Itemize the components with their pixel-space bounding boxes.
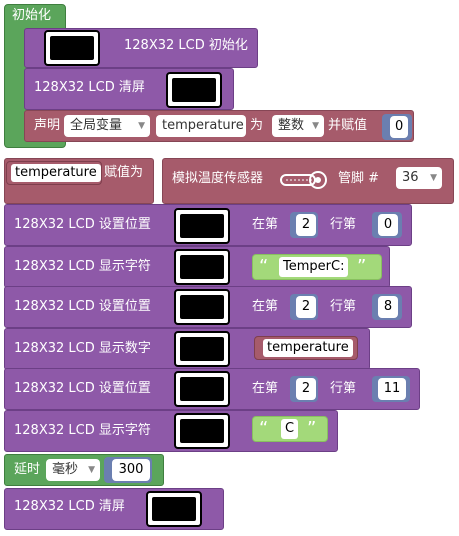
assign-as-label: 赋值为: [104, 165, 144, 180]
number-variable[interactable]: temperature: [254, 336, 358, 360]
lcd-display-icon: [174, 331, 230, 367]
scope-dropdown[interactable]: 全局变量 ▼: [64, 115, 150, 137]
chevron-down-icon: ▼: [312, 121, 319, 131]
thermometer-icon: [280, 171, 327, 189]
col-input[interactable]: 0: [378, 214, 398, 236]
col-label: 行第: [330, 381, 357, 396]
set-position-label: 128X32 LCD 设置位置: [14, 217, 151, 232]
quote-close-icon: ”: [307, 418, 317, 439]
lcd-display-icon: [174, 208, 230, 244]
delay-value-field[interactable]: 300: [112, 459, 150, 481]
text-value[interactable]: C: [281, 419, 299, 439]
col-input[interactable]: 8: [378, 296, 398, 318]
text-value[interactable]: TemperC:: [279, 257, 349, 277]
show-number-label: 128X32 LCD 显示数字: [14, 341, 151, 356]
scope-dropdown-value: 全局变量: [70, 118, 123, 133]
quote-close-icon: ”: [357, 256, 367, 277]
type-dropdown[interactable]: 整数 ▼: [272, 115, 324, 137]
pin-dropdown-value: 36: [402, 170, 419, 185]
chevron-down-icon: ▼: [430, 173, 437, 183]
number-variable-name: temperature: [263, 339, 353, 357]
chevron-down-icon: ▼: [138, 121, 145, 131]
lcd-display-icon: [166, 72, 222, 108]
row-prefix-label: 在第: [252, 299, 279, 314]
lcd-display-icon: [44, 30, 100, 66]
row-input[interactable]: 2: [296, 214, 316, 236]
type-dropdown-value: 整数: [278, 118, 305, 133]
show-string-label: 128X32 LCD 显示字符: [14, 259, 151, 274]
assign-label: 并赋值: [328, 118, 368, 133]
row-prefix-label: 在第: [252, 381, 279, 396]
assign-variable[interactable]: temperature: [6, 161, 102, 185]
text-block[interactable]: “ C ”: [252, 416, 328, 442]
declare-label: 声明: [34, 118, 61, 133]
lcd-display-icon: [174, 413, 230, 449]
row-input[interactable]: 2: [296, 296, 316, 318]
lcd-clear-label: 128X32 LCD 清屏: [14, 499, 125, 514]
set-position-label: 128X32 LCD 设置位置: [14, 381, 151, 396]
row-prefix-label: 在第: [252, 217, 279, 232]
quote-open-icon: “: [259, 256, 269, 277]
lcd-display-icon: [146, 491, 202, 527]
pin-dropdown[interactable]: 36 ▼: [396, 167, 442, 189]
lcd-display-icon: [174, 249, 230, 285]
as-label: 为: [250, 118, 264, 133]
lcd-init-label: 128X32 LCD 初始化: [124, 38, 248, 53]
text-block[interactable]: “ TemperC: ”: [252, 254, 382, 280]
set-position-label: 128X32 LCD 设置位置: [14, 299, 151, 314]
variable-name-field[interactable]: temperature: [156, 115, 246, 137]
delay-label: 延时: [14, 462, 41, 477]
chevron-down-icon: ▼: [88, 465, 95, 475]
assign-variable-name: temperature: [11, 164, 101, 182]
show-string-label: 128X32 LCD 显示字符: [14, 423, 151, 438]
lcd-display-icon: [174, 289, 230, 325]
initial-value-field[interactable]: 0: [390, 116, 408, 138]
sensor-label: 模拟温度传感器: [172, 171, 264, 186]
lcd-display-icon: [174, 371, 230, 407]
col-label: 行第: [330, 217, 357, 232]
pin-label: 管脚 #: [338, 171, 380, 186]
delay-unit-value: 毫秒: [52, 462, 79, 477]
col-label: 行第: [330, 299, 357, 314]
col-input[interactable]: 11: [378, 378, 406, 400]
quote-open-icon: “: [259, 418, 269, 439]
init-block-label: 初始化: [12, 8, 52, 23]
row-input[interactable]: 2: [296, 378, 316, 400]
delay-unit-dropdown[interactable]: 毫秒 ▼: [46, 459, 100, 481]
variable-name-value: temperature: [162, 118, 244, 133]
lcd-clear-label: 128X32 LCD 清屏: [34, 80, 145, 95]
